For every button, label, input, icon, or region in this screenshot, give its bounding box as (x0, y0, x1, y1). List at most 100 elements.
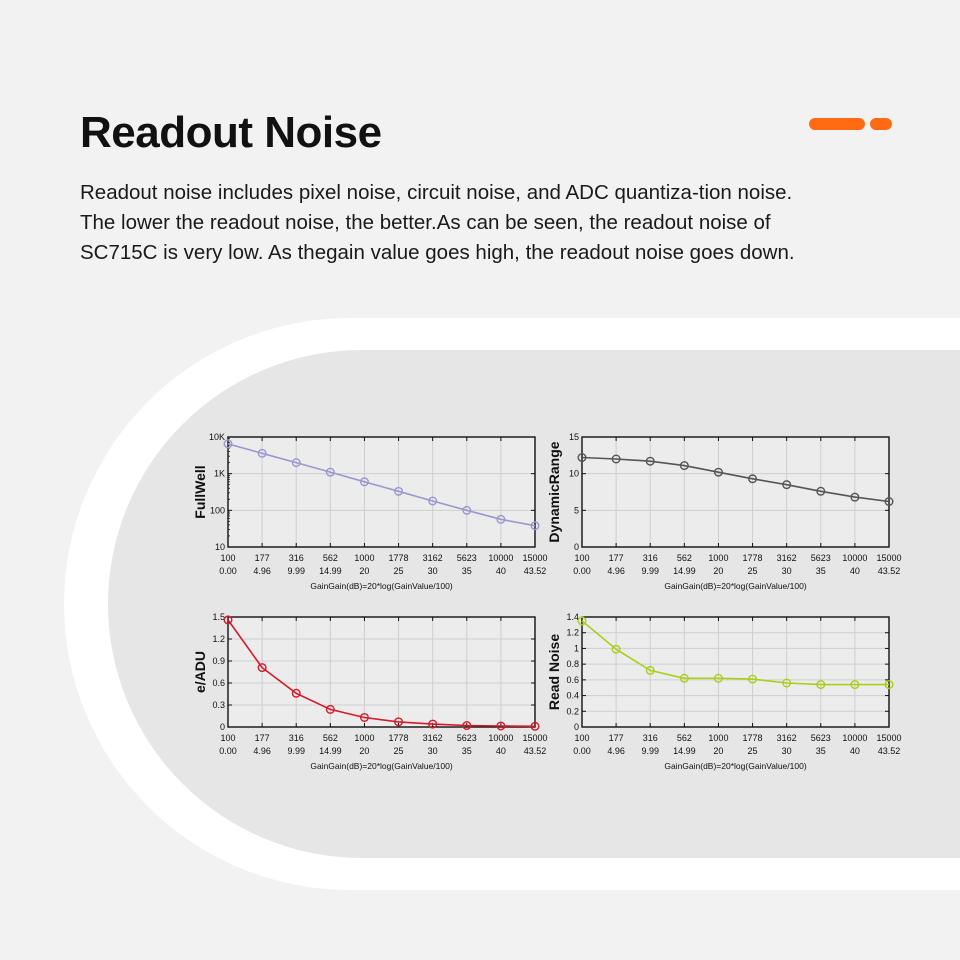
x-tick-label-db: 43.52 (878, 746, 901, 756)
x-tick-label: 3162 (777, 733, 797, 743)
series-line (581, 620, 889, 686)
x-tick-label-db: 0.00 (219, 746, 237, 756)
data-point (713, 673, 723, 683)
x-tick-label: 3162 (777, 553, 797, 563)
y-axis-label: DynamicRange (546, 441, 562, 542)
y-tick-label: 0 (574, 722, 579, 732)
x-tick-label: 562 (677, 553, 692, 563)
x-tick-label: 177 (609, 553, 624, 563)
plot-area (582, 437, 889, 547)
y-axis-label: Read Noise (546, 634, 562, 710)
y-tick-label: 0 (220, 722, 225, 732)
x-tick-label-db: 14.99 (319, 746, 342, 756)
x-tick-label: 1778 (389, 733, 409, 743)
chart-3: 00.30.60.91.21.51000.001774.963169.99562… (192, 612, 548, 771)
data-point (816, 680, 826, 690)
x-axis-label: GainGain(dB)=20*log(GainValue/100) (664, 761, 806, 771)
x-tick-label: 3162 (423, 733, 443, 743)
x-tick-label-db: 0.00 (219, 566, 237, 576)
y-tick-label: 1.2 (212, 634, 225, 644)
x-tick-label-db: 20 (359, 566, 369, 576)
plot-frame (227, 616, 536, 728)
data-point (748, 674, 758, 684)
x-tick-label: 100 (574, 553, 589, 563)
x-tick-label: 100 (574, 733, 589, 743)
x-tick-label: 316 (643, 553, 658, 563)
data-point (748, 474, 758, 484)
x-tick-label-db: 30 (428, 746, 438, 756)
y-tick-label: 100 (210, 505, 225, 515)
y-tick-label: 0 (574, 542, 579, 552)
data-point (884, 680, 894, 690)
y-tick-label: 0.3 (212, 700, 225, 710)
x-tick-label-db: 4.96 (253, 746, 271, 756)
data-point (257, 448, 267, 458)
x-tick-label-db: 20 (359, 746, 369, 756)
data-point (530, 721, 540, 731)
x-tick-label: 15000 (522, 733, 547, 743)
x-tick-label-db: 9.99 (287, 746, 305, 756)
x-tick-label: 5623 (811, 733, 831, 743)
plot-area (228, 617, 535, 727)
x-tick-label-db: 20 (713, 566, 723, 576)
x-tick-label: 100 (220, 553, 235, 563)
data-point (257, 663, 267, 673)
x-tick-label-db: 0.00 (573, 746, 591, 756)
x-tick-label: 177 (255, 733, 270, 743)
y-tick-label: 0.6 (566, 675, 579, 685)
x-tick-label-db: 9.99 (641, 746, 659, 756)
x-tick-label-db: 9.99 (287, 566, 305, 576)
x-tick-label-db: 40 (496, 746, 506, 756)
data-point (325, 704, 335, 714)
series-line (581, 456, 890, 503)
x-tick-label-db: 25 (748, 566, 758, 576)
x-tick-label: 10000 (488, 553, 513, 563)
y-tick-label: 1.4 (566, 612, 579, 622)
y-axis-label: FullWell (192, 465, 208, 518)
plot-frame (581, 616, 890, 728)
series-line (227, 619, 536, 728)
x-tick-label-db: 14.99 (673, 746, 696, 756)
x-tick-label: 1000 (354, 553, 374, 563)
y-tick-label: 10 (569, 469, 579, 479)
data-point (850, 680, 860, 690)
plot-frame (227, 436, 536, 548)
series-line (227, 443, 536, 527)
x-tick-label-db: 4.96 (607, 746, 625, 756)
x-tick-label-db: 25 (394, 566, 404, 576)
y-tick-label: 0.9 (212, 656, 225, 666)
x-tick-label: 316 (289, 733, 304, 743)
data-point (713, 467, 723, 477)
x-tick-label: 10000 (842, 733, 867, 743)
data-point (645, 665, 655, 675)
description: Readout noise includes pixel noise, circ… (80, 178, 880, 268)
x-tick-label-db: 20 (713, 746, 723, 756)
y-tick-label: 1.2 (566, 628, 579, 638)
y-tick-label: 0.2 (566, 706, 579, 716)
x-tick-label: 177 (609, 733, 624, 743)
plot-area (582, 617, 889, 727)
data-point (577, 453, 587, 463)
description-line: Readout noise includes pixel noise, circ… (80, 181, 793, 204)
y-tick-label: 1 (574, 643, 579, 653)
chart-2: 0510151000.001774.963169.9956214.9910002… (546, 432, 902, 591)
data-point (782, 678, 792, 688)
x-tick-label-db: 40 (850, 746, 860, 756)
panel-gray-card (108, 350, 960, 858)
x-tick-label: 10000 (488, 733, 513, 743)
x-axis-label: GainGain(dB)=20*log(GainValue/100) (310, 761, 452, 771)
x-tick-label-db: 35 (816, 746, 826, 756)
x-axis-label: GainGain(dB)=20*log(GainValue/100) (310, 581, 452, 591)
x-tick-label-db: 9.99 (641, 566, 659, 576)
x-tick-label: 1000 (708, 553, 728, 563)
y-tick-label: 1.5 (212, 612, 225, 622)
data-point (577, 616, 587, 626)
y-axis-label: e/ADU (192, 651, 208, 693)
data-point (496, 514, 506, 524)
x-tick-label-db: 35 (816, 566, 826, 576)
x-tick-label-db: 43.52 (524, 746, 547, 756)
x-tick-label-db: 30 (782, 746, 792, 756)
x-tick-label-db: 14.99 (673, 566, 696, 576)
x-tick-label: 1778 (743, 553, 763, 563)
